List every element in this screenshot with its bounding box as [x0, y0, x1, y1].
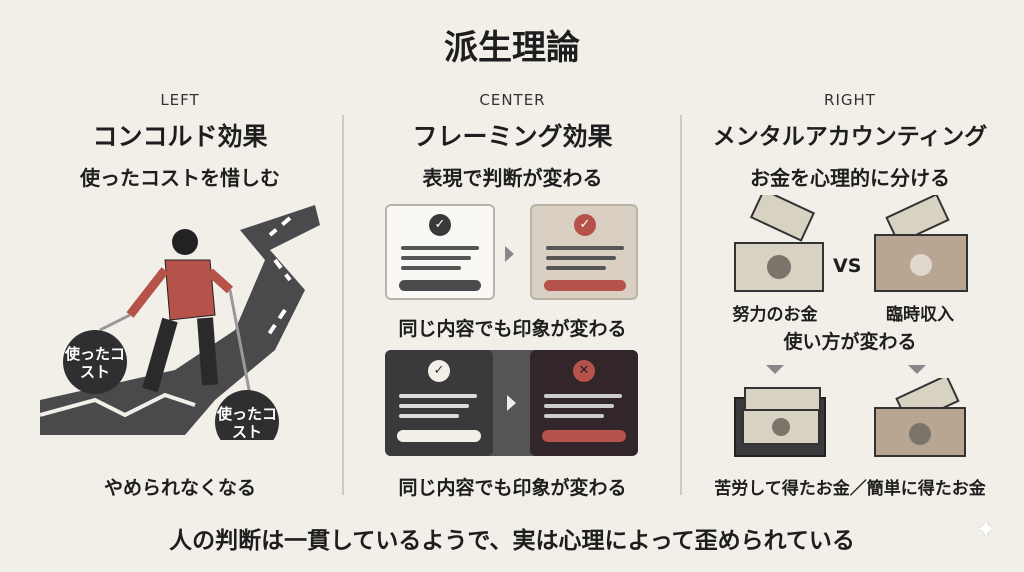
effort-money-label: 努力のお金	[732, 305, 818, 325]
column-label-right: RIGHT	[824, 91, 876, 109]
sparkle-icon: ✦	[975, 515, 997, 545]
weight-right	[215, 390, 279, 440]
person-legs	[142, 317, 218, 393]
mental-accounting-caption: 苦労して得たお金／簡単に得たお金	[714, 479, 986, 499]
weight-left	[63, 330, 127, 394]
frame-card-negative: ✓	[530, 204, 638, 300]
heading-framing: フレーミング効果	[412, 122, 613, 151]
money-boxes-illustration	[734, 378, 966, 457]
arrow-right-icon	[507, 395, 516, 411]
vs-label: VS	[833, 255, 862, 277]
framing-caption-top: 同じ内容でも印象が変わる	[398, 318, 627, 340]
footer-conclusion: 人の判断は一貫しているようで、実は心理によって歪められている	[169, 528, 855, 554]
x-icon: ✕	[573, 360, 595, 382]
subheading-concorde: 使ったコストを惜しむ	[80, 166, 280, 190]
triangle-down-icon	[766, 365, 784, 374]
person-head	[172, 229, 198, 255]
divider	[680, 115, 682, 495]
road	[40, 205, 320, 435]
banknote	[885, 195, 950, 245]
arrow-right-icon	[505, 246, 514, 262]
frame-card-dark-positive: ✓	[385, 350, 493, 456]
frame-card-positive: ✓	[385, 204, 495, 300]
column-label-center: CENTER	[479, 91, 546, 109]
money-comparison-illustration	[734, 195, 968, 292]
divider	[342, 115, 344, 495]
banknote	[749, 195, 816, 242]
check-icon: ✓	[428, 360, 450, 382]
concorde-illustration	[39, 205, 320, 440]
windfall-label: 臨時収入	[886, 305, 954, 325]
weight-label: 使ったコスト	[64, 345, 125, 381]
crack	[39, 392, 196, 418]
heading-concorde: コンコルド効果	[92, 122, 268, 151]
subheading-mental-accounting: お金を心理的に分ける	[750, 166, 950, 190]
concorde-caption: やめられなくなる	[103, 477, 256, 499]
heading-mental-accounting: メンタルアカウンティング	[712, 124, 988, 150]
framing-caption-bottom: 同じ内容でも印象が変わる	[398, 477, 627, 499]
frame-dark-panel: ✓ ✕	[385, 350, 638, 456]
road-markings	[263, 216, 292, 342]
weight-label: 使ったコスト	[216, 405, 277, 441]
usage-changes-label: 使い方が変わる	[783, 331, 917, 353]
subheading-framing: 表現で判断が変わる	[422, 166, 603, 190]
column-label-left: LEFT	[160, 91, 200, 109]
frame-card-dark-negative: ✕	[530, 350, 638, 456]
person-body	[164, 259, 216, 321]
triangle-down-icon	[908, 365, 926, 374]
check-icon: ✓	[429, 214, 451, 236]
page-title: 派生理論	[444, 28, 580, 68]
box	[874, 407, 966, 457]
check-icon: ✓	[574, 214, 596, 236]
